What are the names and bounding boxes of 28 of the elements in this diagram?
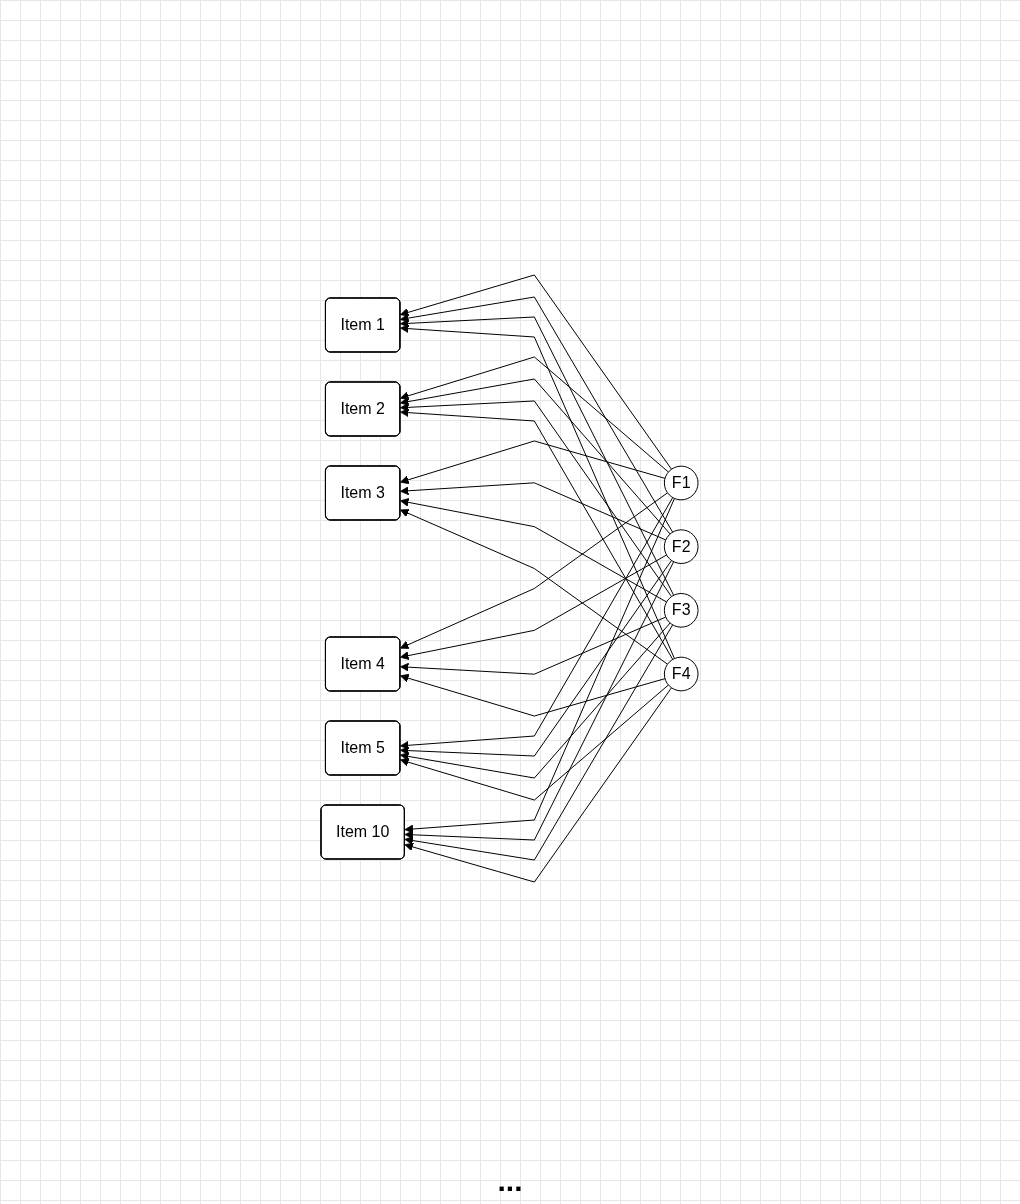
- arrow: [400, 623, 672, 779]
- arrow: [400, 401, 673, 598]
- arrow: [400, 275, 673, 471]
- arrow: [404, 561, 675, 841]
- arrow: [400, 560, 673, 757]
- arrow: [404, 624, 674, 861]
- arrow: [400, 357, 670, 473]
- arrow: [404, 687, 673, 883]
- node-circle: F2: [664, 529, 699, 565]
- arrow: [400, 509, 669, 666]
- arrow: [400, 492, 669, 650]
- arrow: [400, 379, 672, 535]
- arrow: [404, 498, 676, 834]
- arrow: [400, 324, 676, 660]
- arrow: [400, 297, 674, 534]
- arrow: [400, 617, 667, 676]
- arrow: [400, 498, 668, 603]
- arrow: [400, 684, 670, 801]
- arrow: [400, 441, 666, 485]
- node-circle: F4: [664, 657, 699, 692]
- arrow: [400, 317, 675, 597]
- arrow: [400, 674, 666, 717]
- arrow: [400, 408, 674, 661]
- arrow: [400, 555, 668, 661]
- ellipsis-label: ...: [497, 1164, 523, 1198]
- arrow: [400, 482, 667, 541]
- node-circle: F1: [664, 466, 699, 501]
- node-circle: F3: [664, 593, 699, 629]
